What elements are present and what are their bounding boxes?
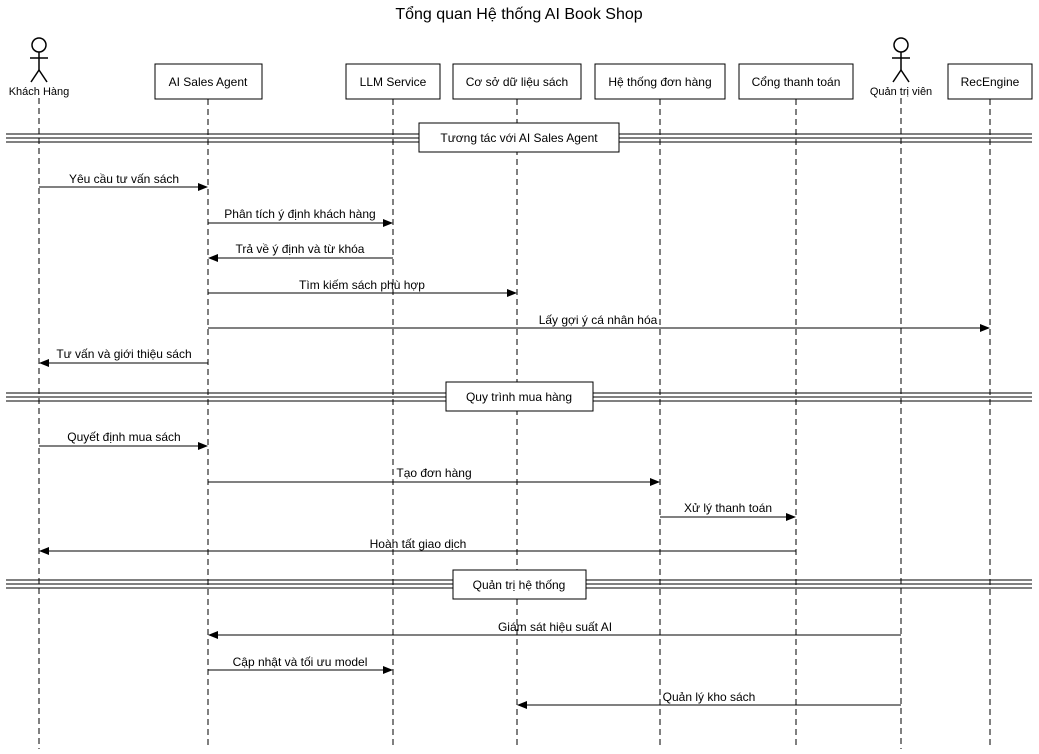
- participant-he-thong-don-hang: Hệ thống đơn hàng: [594, 63, 726, 100]
- message-13: Quản lý kho sách: [517, 690, 901, 709]
- participant-label: RecEngine: [961, 75, 1020, 89]
- message-label: Tìm kiếm sách phù hợp: [299, 278, 425, 292]
- actor-quan-tri-vien: Quản trị viên: [870, 37, 932, 98]
- message-7: Quyết định mua sách: [39, 430, 208, 450]
- participant-label: Cơ sở dữ liệu sách: [466, 75, 568, 89]
- message-label: Hoàn tất giao dịch: [370, 537, 467, 551]
- message-label: Quyết định mua sách: [67, 430, 180, 444]
- message-8: Tạo đơn hàng: [208, 466, 660, 486]
- stick-figure-icon: [892, 37, 910, 83]
- message-10: Hoàn tất giao dịch: [39, 537, 796, 555]
- group-divider-quan-tri: Quản trị hệ thống: [6, 569, 1032, 600]
- message-label: Cập nhật và tối ưu model: [233, 655, 368, 669]
- message-label: Tư vấn và giới thiệu sách: [56, 347, 191, 361]
- messages: Yêu cầu tư vấn sách Phân tích ý định khá…: [39, 172, 990, 709]
- participant-cong-thanh-toan: Cổng thanh toán: [738, 63, 854, 100]
- message-5: Lấy gợi ý cá nhân hóa: [208, 313, 990, 332]
- message-4: Tìm kiếm sách phù hợp: [208, 278, 517, 297]
- stick-figure-icon: [30, 37, 48, 83]
- group-divider-quy-trinh: Quy trình mua hàng: [6, 381, 1032, 412]
- message-label: Xử lý thanh toán: [684, 501, 772, 515]
- participant-label: LLM Service: [360, 75, 427, 89]
- participant-llm-service: LLM Service: [345, 63, 441, 100]
- message-12: Cập nhật và tối ưu model: [208, 655, 393, 674]
- message-label: Phân tích ý định khách hàng: [224, 207, 375, 221]
- actor-label: Quản trị viên: [870, 86, 932, 98]
- participant-recengine: RecEngine: [947, 63, 1033, 100]
- message-2: Phân tích ý định khách hàng: [208, 207, 393, 227]
- message-label: Trả về ý định và từ khóa: [236, 242, 365, 256]
- message-label: Tạo đơn hàng: [396, 466, 471, 480]
- group-label: Quy trình mua hàng: [466, 390, 572, 404]
- participant-co-so-du-lieu-sach: Cơ sở dữ liệu sách: [452, 63, 582, 100]
- group-label: Tương tác với AI Sales Agent: [440, 131, 598, 145]
- actor-khach-hang: Khách Hàng: [9, 37, 70, 98]
- participant-label: Hệ thống đơn hàng: [608, 75, 711, 89]
- message-9: Xử lý thanh toán: [660, 501, 796, 521]
- actor-label: Khách Hàng: [9, 86, 70, 98]
- message-label: Lấy gợi ý cá nhân hóa: [539, 313, 658, 327]
- message-label: Quản lý kho sách: [663, 690, 756, 704]
- participant-label: AI Sales Agent: [169, 75, 248, 89]
- message-3: Trả về ý định và từ khóa: [208, 242, 393, 262]
- lifelines: [38, 98, 991, 749]
- message-11: Giám sát hiệu suất AI: [208, 620, 901, 639]
- participant-ai-sales-agent: AI Sales Agent: [154, 63, 263, 100]
- diagram-title: Tổng quan Hệ thống AI Book Shop: [395, 5, 642, 23]
- group-label: Quản trị hệ thống: [473, 578, 566, 592]
- group-divider-tuong-tac: Tương tác với AI Sales Agent: [6, 122, 1032, 153]
- message-1: Yêu cầu tư vấn sách: [39, 172, 208, 191]
- message-6: Tư vấn và giới thiệu sách: [39, 347, 208, 367]
- message-label: Yêu cầu tư vấn sách: [69, 172, 179, 186]
- participant-label: Cổng thanh toán: [752, 75, 841, 89]
- message-label: Giám sát hiệu suất AI: [498, 620, 612, 634]
